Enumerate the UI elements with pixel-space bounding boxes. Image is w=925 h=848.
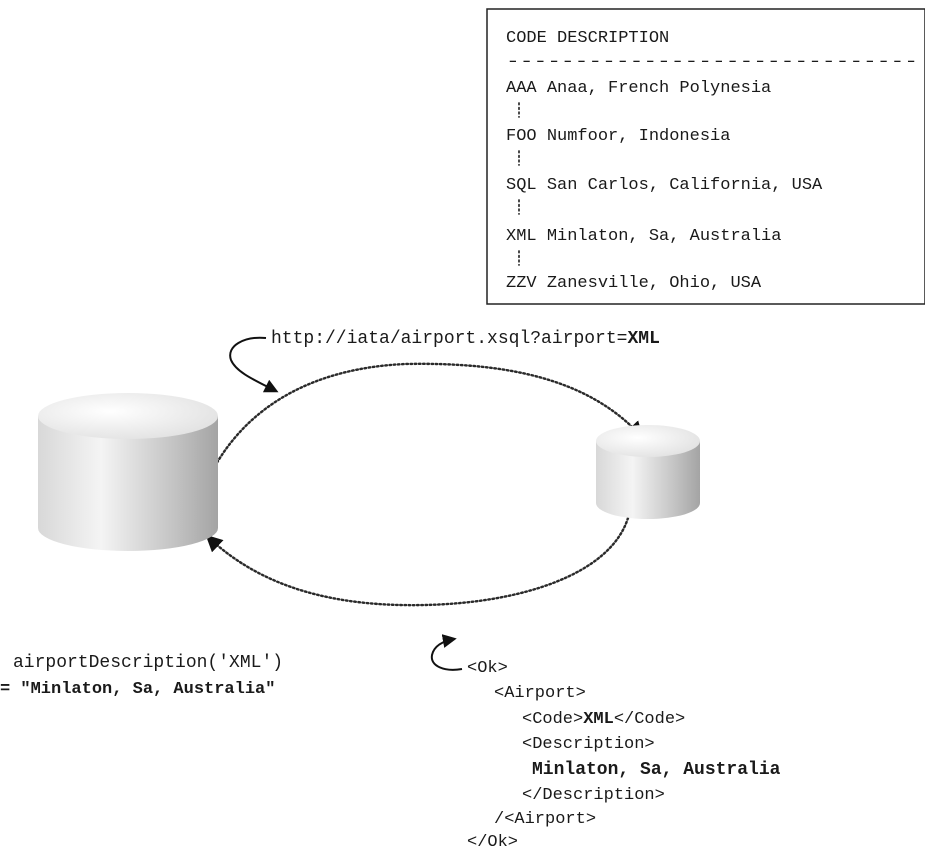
lookup-table-row: ZZV Zanesville, Ohio, USA [506, 274, 762, 293]
row-code: ZZV [506, 274, 537, 293]
row-description: San Carlos, California, USA [547, 176, 823, 195]
xml-description-open: <Description> [522, 735, 655, 754]
response-arrow [205, 516, 630, 607]
function-call: airportDescription('XML') = "Minlaton, S… [0, 653, 283, 699]
request-url-param: XML [627, 329, 659, 349]
request-response-cycle [205, 362, 644, 607]
lookup-table-header: CODE DESCRIPTION [506, 29, 669, 48]
xml-airport-close: /<Airport> [494, 810, 596, 829]
row-description: Numfoor, Indonesia [547, 127, 731, 146]
row-description: Minlaton, Sa, Australia [547, 227, 782, 246]
lookup-table-row: AAA Anaa, French Polynesia [506, 79, 771, 98]
xml-ok-close: </Ok> [467, 833, 518, 848]
xml-code-line: <Code>XML</Code> [522, 710, 685, 729]
server-database-icon [596, 425, 700, 519]
client-database-icon [38, 393, 218, 551]
xml-airport-open: <Airport> [494, 684, 586, 703]
client-database-top [38, 393, 218, 439]
lookup-table-row: XML Minlaton, Sa, Australia [506, 227, 781, 246]
row-code: SQL [506, 176, 537, 195]
client-database-body [38, 416, 218, 551]
xml-ok-open: <Ok> [467, 659, 508, 678]
response-pointer [430, 634, 463, 671]
xml-description-value: Minlaton, Sa, Australia [532, 760, 781, 780]
lookup-table: CODE DESCRIPTION -----------------------… [486, 8, 925, 305]
request-pointer [229, 336, 279, 393]
function-call-expression: airportDescription('XML') [13, 653, 283, 673]
function-call-result: = "Minlaton, Sa, Australia" [0, 680, 275, 699]
xml-code-close: </Code> [614, 710, 685, 729]
xml-code-open: <Code> [522, 710, 583, 729]
row-code: XML [506, 227, 537, 246]
request-label: http://iata/airport.xsql?airport=XML [229, 329, 660, 393]
lookup-table-row: FOO Numfoor, Indonesia [506, 127, 730, 146]
lookup-table-separator: ------------------------------ [506, 53, 918, 72]
row-description: Anaa, French Polynesia [547, 79, 771, 98]
request-url: http://iata/airport.xsql?airport=XML [271, 329, 660, 349]
xml-description-close: </Description> [522, 786, 665, 805]
server-database-top [596, 425, 700, 457]
lookup-table-border [486, 8, 925, 305]
lookup-table-row: SQL San Carlos, California, USA [506, 176, 823, 195]
request-arrow [213, 362, 644, 468]
request-url-prefix: http://iata/airport.xsql?airport= [271, 329, 627, 349]
xml-response: <Ok> <Airport> <Code>XML</Code> <Descrip… [430, 634, 781, 848]
server-database-body [596, 441, 700, 519]
row-code: AAA [506, 79, 537, 98]
xml-code-value: XML [583, 710, 614, 729]
row-code: FOO [506, 127, 537, 146]
row-description: Zanesville, Ohio, USA [547, 274, 762, 293]
